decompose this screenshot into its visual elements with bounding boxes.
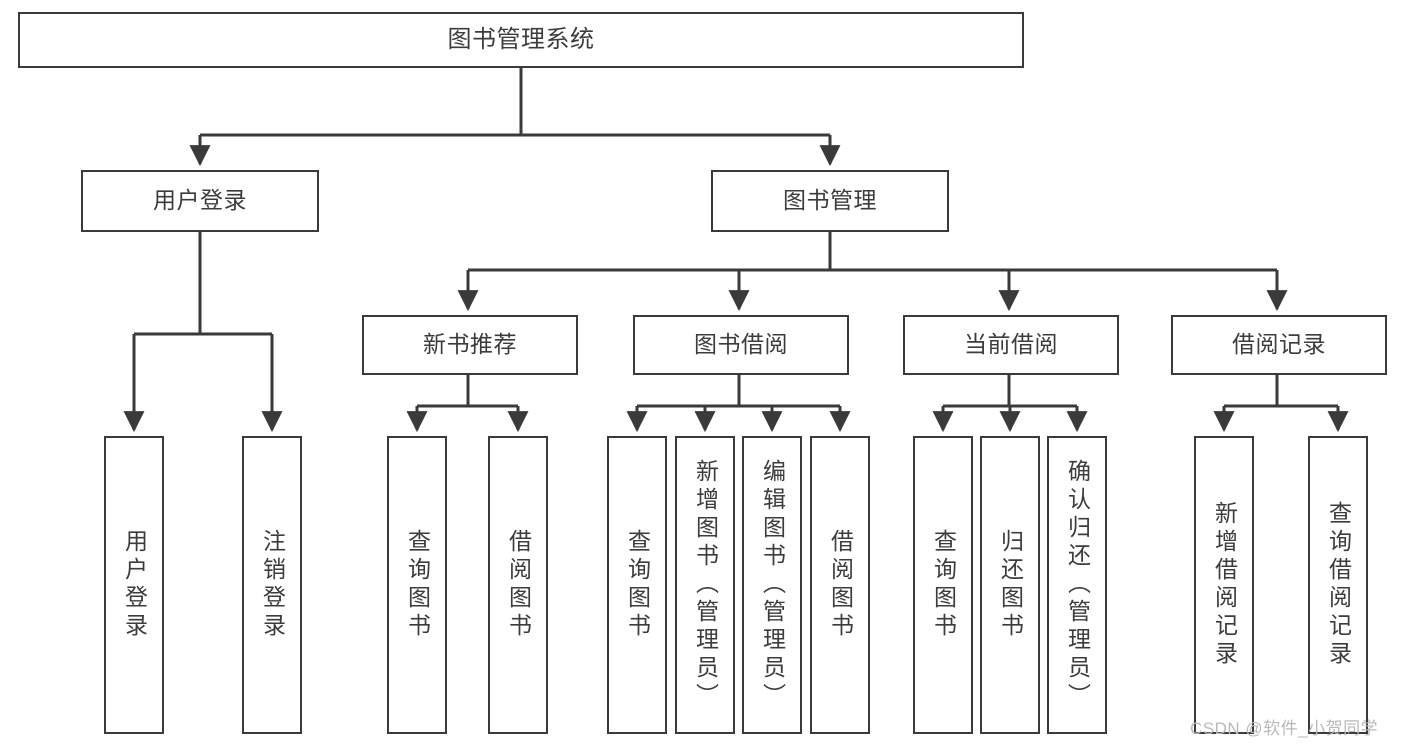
- leaf-query-book-borrow[interactable]: 查询图书: [607, 436, 667, 734]
- watermark: CSDN @软件_小贺同学: [1190, 719, 1379, 738]
- node-label: 新增图书（管理员）: [692, 459, 719, 711]
- node-book-borrow[interactable]: 图书借阅: [633, 315, 849, 375]
- node-user-login[interactable]: 用户登录: [81, 170, 319, 232]
- node-book-management[interactable]: 图书管理: [711, 170, 949, 232]
- node-label: 借阅记录: [1232, 331, 1326, 358]
- leaf-add-book-admin[interactable]: 新增图书（管理员）: [675, 436, 735, 734]
- leaf-borrow-book-recommend[interactable]: 借阅图书: [488, 436, 548, 734]
- leaf-user-login[interactable]: 用户登录: [104, 436, 164, 734]
- node-label: 查询图书: [624, 529, 651, 641]
- node-label: 查询图书: [930, 529, 957, 641]
- node-label: 借阅图书: [505, 529, 532, 641]
- node-new-book-recommend[interactable]: 新书推荐: [362, 315, 578, 375]
- leaf-query-book-current[interactable]: 查询图书: [913, 436, 973, 734]
- leaf-edit-book-admin[interactable]: 编辑图书（管理员）: [742, 436, 802, 734]
- node-label: 用户登录: [153, 187, 247, 214]
- node-label: 图书管理: [783, 187, 877, 214]
- node-borrow-record[interactable]: 借阅记录: [1171, 315, 1387, 375]
- node-label: 编辑图书（管理员）: [759, 459, 786, 711]
- node-label: 新增借阅记录: [1211, 501, 1238, 669]
- node-label: 用户登录: [121, 529, 148, 641]
- leaf-query-book-recommend[interactable]: 查询图书: [387, 436, 447, 734]
- node-label: 归还图书: [997, 529, 1024, 641]
- leaf-return-book[interactable]: 归还图书: [980, 436, 1040, 734]
- node-root-book-management-system[interactable]: 图书管理系统: [18, 12, 1024, 68]
- leaf-user-logout[interactable]: 注销登录: [242, 436, 302, 734]
- node-label: 新书推荐: [423, 331, 517, 358]
- node-label: 图书管理系统: [447, 25, 595, 53]
- node-label: 查询图书: [404, 529, 431, 641]
- node-label: 注销登录: [259, 529, 286, 641]
- node-current-borrow[interactable]: 当前借阅: [903, 315, 1119, 375]
- node-label: 查询借阅记录: [1325, 501, 1352, 669]
- leaf-add-borrow-record[interactable]: 新增借阅记录: [1194, 436, 1254, 734]
- leaf-confirm-return-admin[interactable]: 确认归还（管理员）: [1047, 436, 1107, 734]
- node-label: 借阅图书: [827, 529, 854, 641]
- node-label: 确认归还（管理员）: [1064, 459, 1091, 711]
- leaf-borrow-book[interactable]: 借阅图书: [810, 436, 870, 734]
- node-label: 图书借阅: [694, 331, 788, 358]
- node-label: 当前借阅: [964, 331, 1058, 358]
- leaf-query-borrow-record[interactable]: 查询借阅记录: [1308, 436, 1368, 734]
